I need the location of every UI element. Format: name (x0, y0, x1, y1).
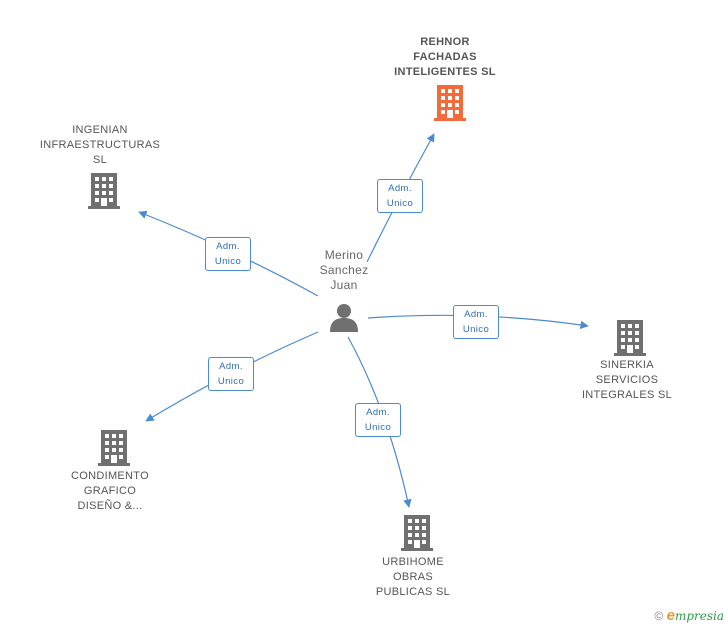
brand-name: mpresia (674, 609, 724, 623)
center-person-label[interactable]: Merino Sanchez Juan (319, 248, 369, 292)
node-label-urbihome[interactable]: URBIHOME OBRAS PUBLICAS SL (375, 556, 451, 598)
person-icon[interactable] (329, 302, 359, 332)
node-label-ingenian[interactable]: INGENIAN INFRAESTRUCTURAS SL (39, 124, 161, 166)
node-label-condimento[interactable]: CONDIMENTO GRAFICO DISEÑO &... (71, 470, 149, 512)
edge-label-ingenian[interactable]: Adm. Unico (205, 237, 251, 271)
building-icon[interactable] (434, 85, 466, 121)
building-icon[interactable] (98, 430, 130, 466)
copyright-symbol: © (654, 609, 664, 623)
edge-label-sinerkia[interactable]: Adm. Unico (453, 305, 499, 339)
building-icon[interactable] (401, 515, 433, 551)
edge-label-rehnor[interactable]: Adm. Unico (377, 179, 423, 213)
node-label-sinerkia[interactable]: SINERKIA SERVICIOS INTEGRALES SL (581, 359, 673, 401)
building-icon[interactable] (614, 320, 646, 356)
edges-layer (138, 133, 589, 508)
node-label-rehnor[interactable]: REHNOR FACHADAS INTELIGENTES SL (394, 36, 496, 78)
footer-brand: © empresia (654, 607, 724, 624)
brand-initial: e (666, 607, 675, 624)
building-icon[interactable] (88, 173, 120, 209)
edge-label-urbihome[interactable]: Adm. Unico (355, 403, 401, 437)
edge-label-condimento[interactable]: Adm. Unico (208, 357, 254, 391)
